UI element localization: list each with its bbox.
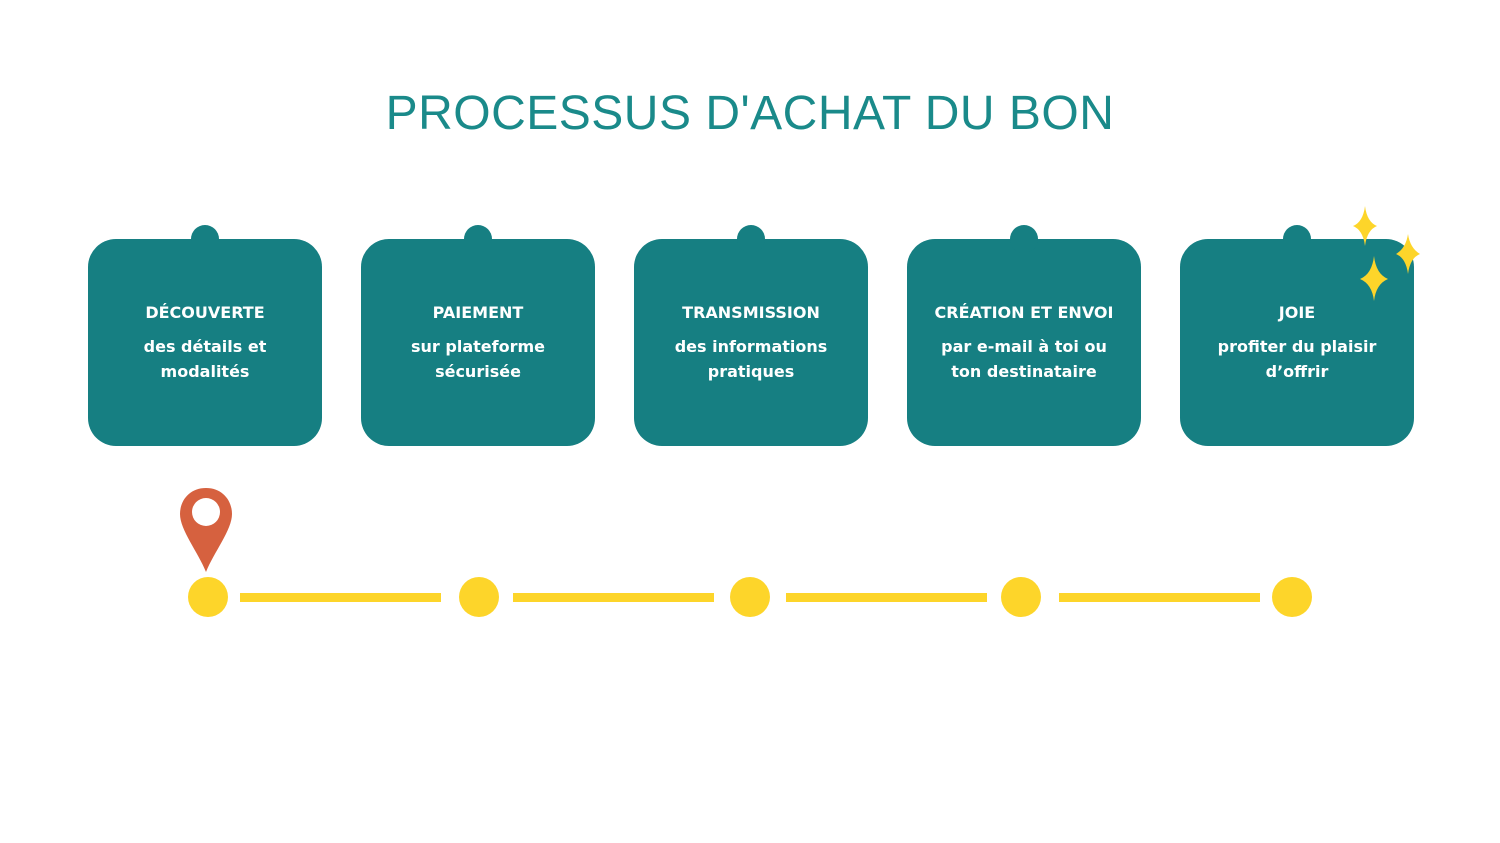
step-description: profiter du plaisir d’offrir <box>1217 337 1377 381</box>
timeline-dot <box>1272 577 1312 617</box>
card-tab <box>737 225 765 253</box>
sparkles-icon <box>1353 206 1420 301</box>
step-description: par e-mail à toi ou ton destinataire <box>941 337 1107 381</box>
timeline-segment <box>786 593 987 602</box>
step-title: CRÉATION ET ENVOI <box>934 303 1114 322</box>
timeline-dot <box>459 577 499 617</box>
timeline-dot <box>730 577 770 617</box>
step-card-decouverte: DÉCOUVERTE des détails et modalités <box>88 225 322 446</box>
timeline-dot <box>188 577 228 617</box>
step-title: DÉCOUVERTE <box>145 303 265 322</box>
step-title: TRANSMISSION <box>682 303 820 322</box>
step-card-transmission: TRANSMISSION des informations pratiques <box>634 225 868 446</box>
card-tab <box>191 225 219 253</box>
timeline-segment <box>513 593 714 602</box>
timeline-segment <box>240 593 441 602</box>
card-tab <box>1283 225 1311 253</box>
location-pin-icon <box>180 488 232 572</box>
step-card-creation-envoi: CRÉATION ET ENVOI par e-mail à toi ou to… <box>907 225 1141 446</box>
timeline-dot <box>1001 577 1041 617</box>
timeline-segment <box>1059 593 1260 602</box>
card-tab <box>1010 225 1038 253</box>
step-description: sur plateforme sécurisée <box>411 337 545 381</box>
step-card-paiement: PAIEMENT sur plateforme sécurisée <box>361 225 595 446</box>
step-description: des informations pratiques <box>674 337 828 381</box>
page-title: PROCESSUS D'ACHAT DU BON <box>385 87 1115 140</box>
step-title: JOIE <box>1278 303 1316 322</box>
card-tab <box>464 225 492 253</box>
step-description: des détails et modalités <box>143 337 267 381</box>
step-title: PAIEMENT <box>432 303 524 322</box>
